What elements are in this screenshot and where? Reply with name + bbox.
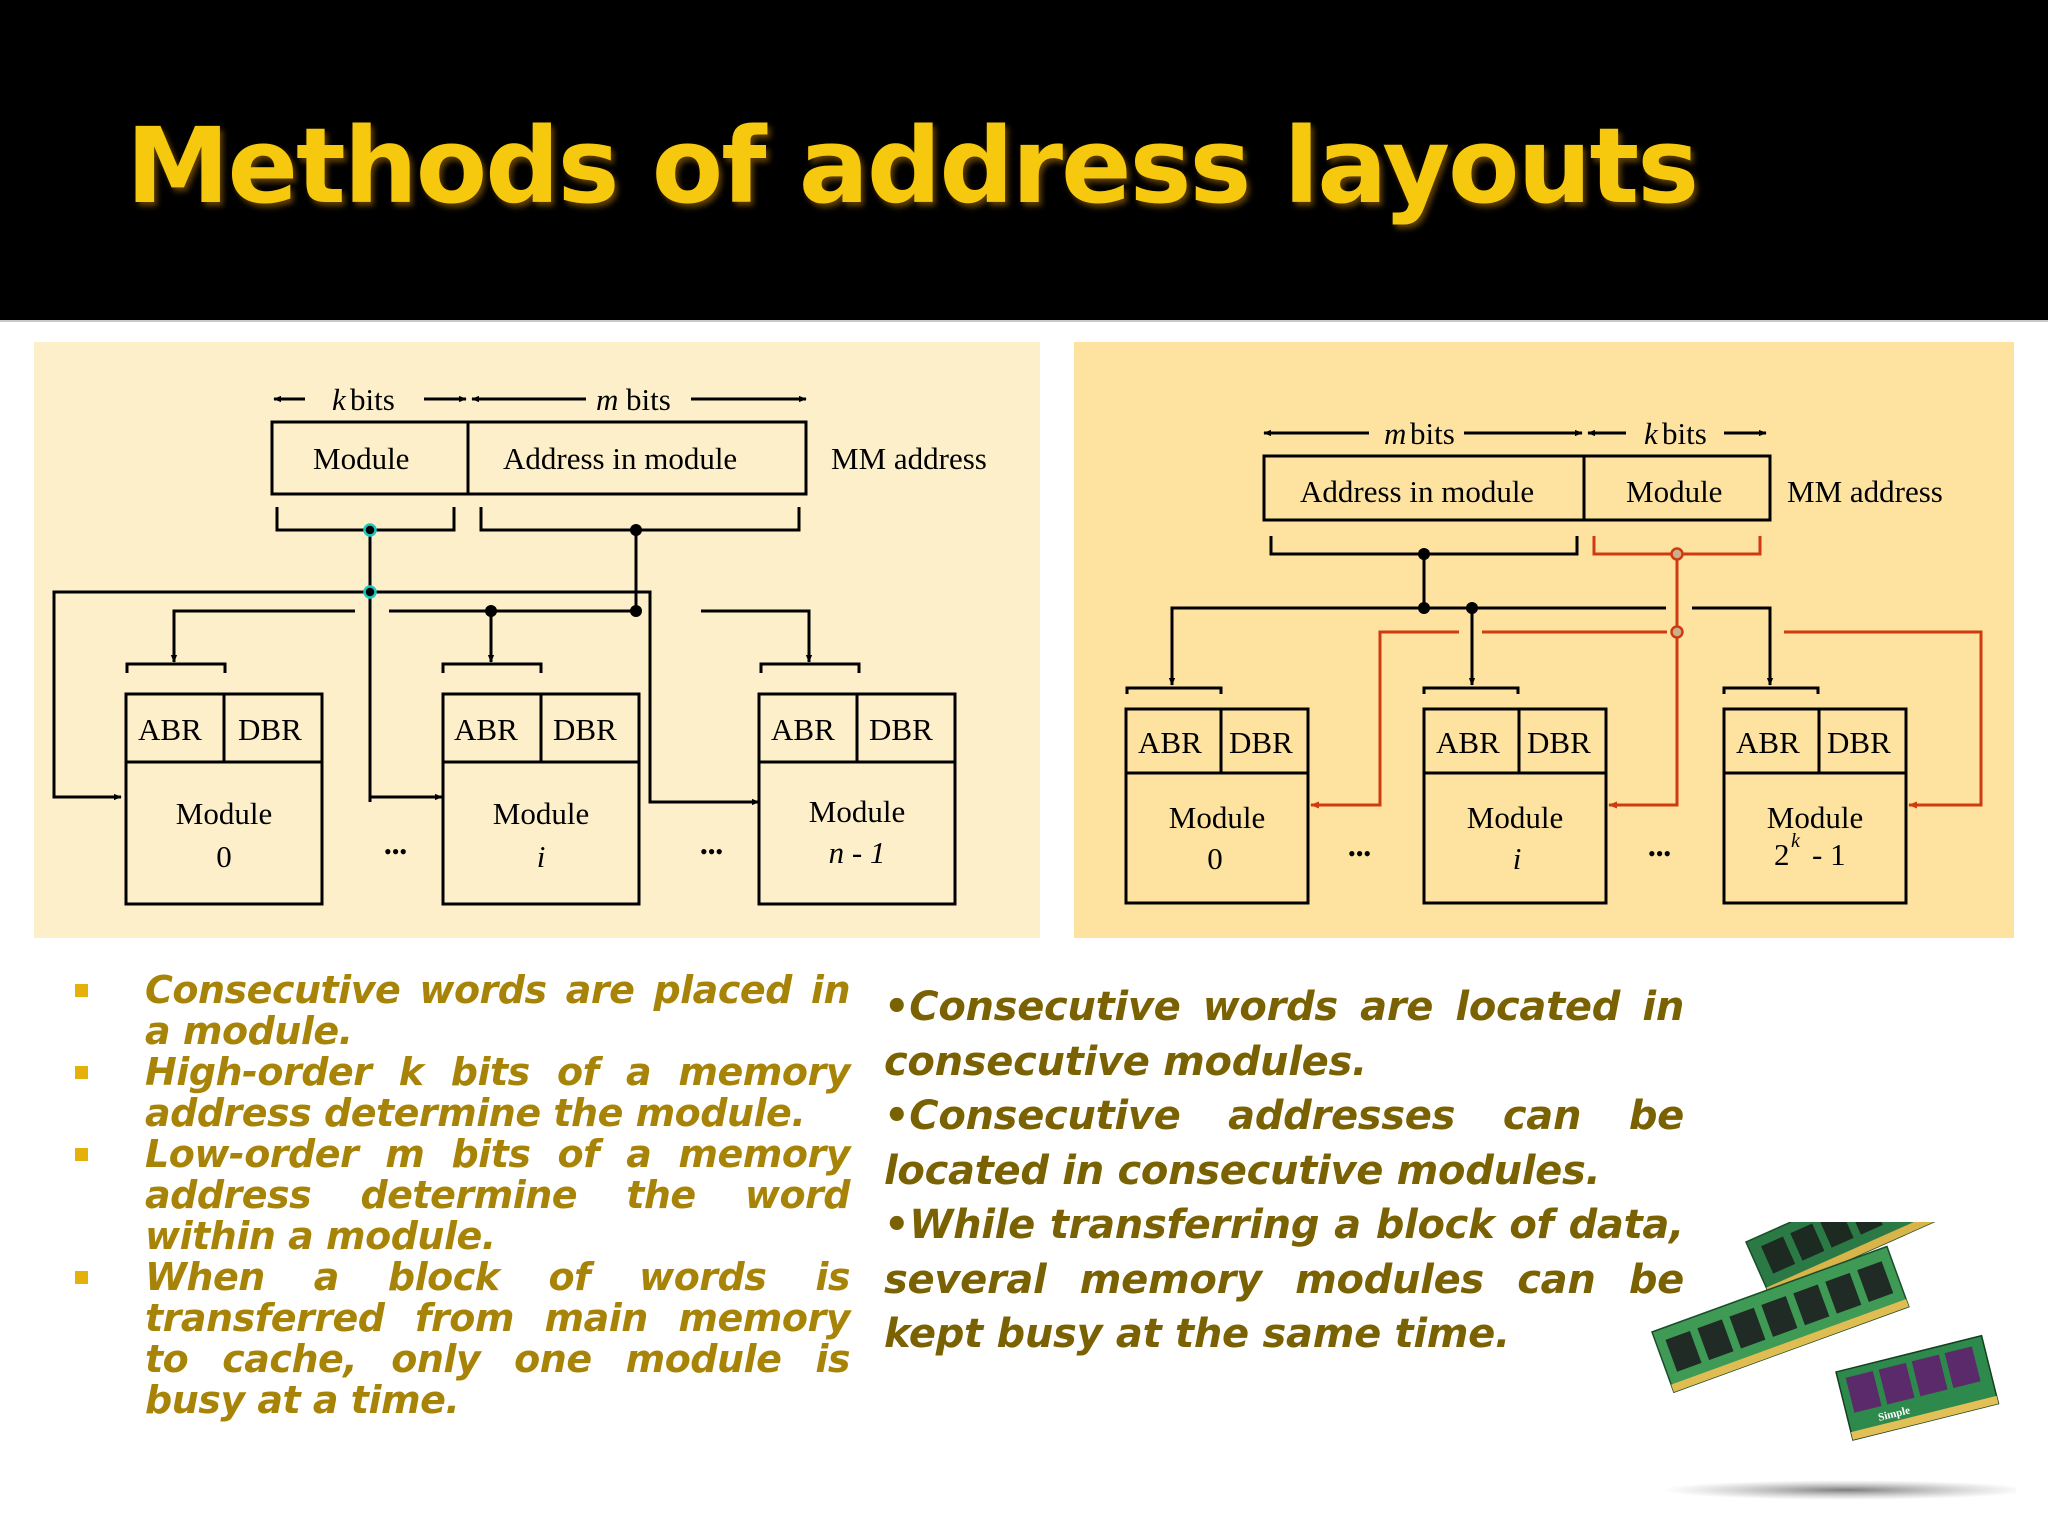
module-index: - 1 — [1812, 837, 1846, 872]
description-point: •Consecutive words are located in consec… — [884, 984, 1684, 1085]
k-label: k — [332, 382, 347, 417]
left-diagram-svg: k bits m bits Module Address in module M… — [52, 382, 987, 906]
m-label: m — [1384, 416, 1406, 451]
k-label: k — [1644, 416, 1659, 451]
title-divider — [0, 320, 2048, 322]
right-module-0 — [1124, 707, 1310, 905]
low-order-description: •Consecutive words are located in consec… — [884, 980, 1684, 1362]
dbr-label: DBR — [1827, 725, 1891, 760]
module-index-exponent: k — [1791, 830, 1801, 852]
ellipsis-dots: ••• — [1348, 841, 1371, 866]
module-label: Module — [809, 794, 905, 829]
bits-label: bits — [1410, 416, 1455, 451]
ram-modules-image: Simple — [1651, 1222, 2016, 1500]
square-bullet-icon — [75, 1271, 88, 1284]
dbr-label: DBR — [869, 712, 933, 747]
title-bar — [0, 0, 2048, 320]
module-index: 0 — [1207, 841, 1223, 876]
module-label: Module — [1767, 800, 1863, 835]
module-label: Module — [1169, 800, 1265, 835]
module-index: i — [1513, 841, 1522, 876]
field-module-label: Module — [313, 441, 409, 476]
module-index: i — [537, 839, 546, 874]
dbr-label: DBR — [238, 712, 302, 747]
bullet-item: When a block of words is transferred fro… — [70, 1257, 851, 1421]
dbr-label: DBR — [553, 712, 617, 747]
module-label: Module — [176, 796, 272, 831]
bullet-item: High-order k bits of a memory address de… — [70, 1052, 851, 1134]
bullet-item: Consecutive words are placed in a module… — [70, 970, 851, 1052]
bullet-item: Low-order m bits of a memory address det… — [70, 1134, 851, 1257]
m-label: m — [596, 382, 618, 417]
slide-title: Methods of address layouts — [126, 105, 1699, 227]
right-diagram-svg: m bits k bits Address in module Module M… — [1124, 416, 1983, 905]
module-select-wires — [1310, 536, 1983, 809]
module-index: 2 — [1774, 837, 1790, 872]
module-index: n - 1 — [829, 835, 886, 870]
module-label: Module — [1467, 800, 1563, 835]
abr-label: ABR — [1736, 725, 1800, 760]
abr-label: ABR — [1436, 725, 1500, 760]
high-order-bullets: Consecutive words are placed in a module… — [70, 970, 851, 1421]
right-module-i — [1422, 707, 1608, 905]
module-field-box — [1582, 454, 1772, 522]
mm-address-label: MM address — [831, 441, 987, 476]
dbr-label: DBR — [1229, 725, 1293, 760]
module-label: Module — [493, 796, 589, 831]
high-order-interleave-diagram: k bits m bits Module Address in module M… — [34, 342, 1040, 938]
bits-label: bits — [626, 382, 671, 417]
abr-label: ABR — [138, 712, 202, 747]
left-module-n-1 — [757, 692, 957, 906]
field-address-label: Address in module — [503, 441, 737, 476]
low-order-interleave-diagram: m bits k bits Address in module Module M… — [1074, 342, 2014, 938]
left-module-0 — [124, 692, 324, 906]
description-point: •While transferring a block of data, sev… — [884, 1202, 1684, 1357]
field-module-label: Module — [1626, 474, 1722, 509]
address-field-box — [466, 420, 808, 496]
module-index: 0 — [216, 839, 232, 874]
bits-label: bits — [350, 382, 395, 417]
ellipsis-dots: ••• — [1648, 841, 1671, 866]
abr-label: ABR — [771, 712, 835, 747]
mm-address-label: MM address — [1787, 474, 1943, 509]
right-module-last — [1722, 707, 1908, 905]
abr-label: ABR — [1138, 725, 1202, 760]
dbr-label: DBR — [1527, 725, 1591, 760]
field-address-label: Address in module — [1300, 474, 1534, 509]
square-bullet-icon — [75, 984, 88, 997]
ellipsis-dots: ••• — [384, 839, 407, 864]
square-bullet-icon — [75, 1066, 88, 1079]
square-bullet-icon — [75, 1148, 88, 1161]
ellipsis-dots: ••• — [700, 839, 723, 864]
left-module-i — [441, 692, 641, 906]
bits-label: bits — [1662, 416, 1707, 451]
description-point: •Consecutive addresses can be located in… — [884, 1093, 1684, 1194]
abr-label: ABR — [454, 712, 518, 747]
